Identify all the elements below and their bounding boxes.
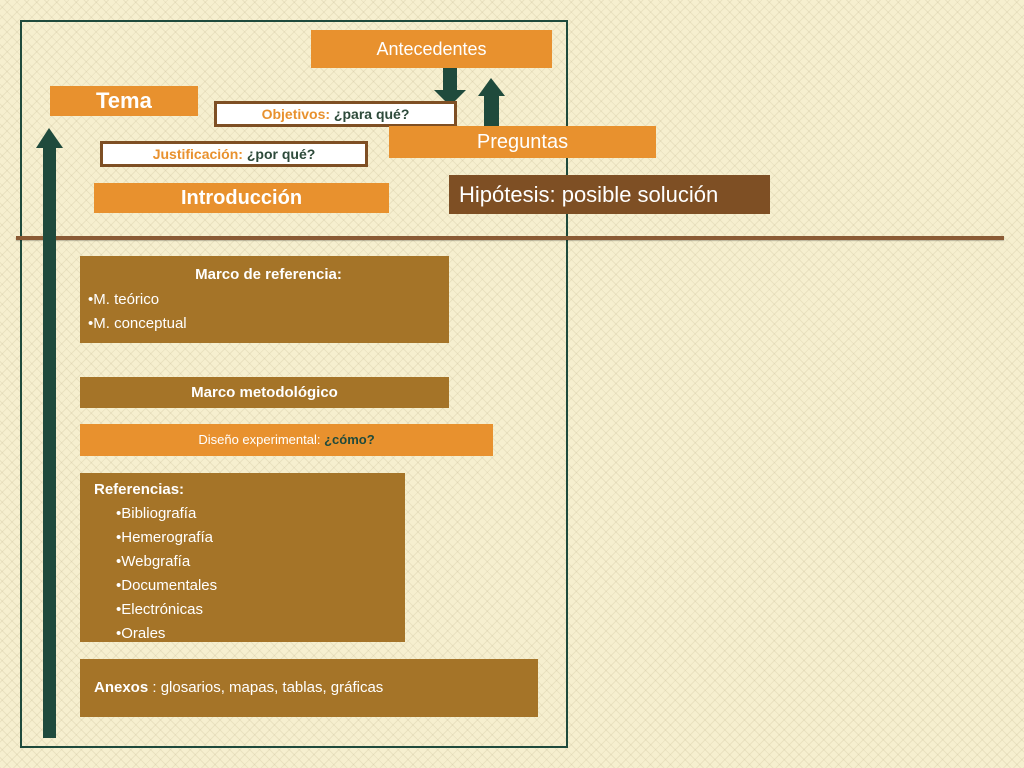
introduccion-box: Introducción [94,183,389,213]
diseno-label: Diseño experimental: [198,432,325,447]
marco-referencia-item: •M. teórico [88,291,160,308]
referencias-item: •Documentales [116,577,218,594]
tema-box: Tema [50,86,198,116]
objetivos-question: ¿para qué? [330,106,410,122]
anexos-detail: : glosarios, mapas, tablas, gráficas [148,679,384,696]
marco-referencia-title: Marco de referencia: [195,266,342,283]
referencias-item: •Bibliografía [116,505,197,522]
outline-frame [20,20,568,748]
referencias-box: Referencias: •Bibliografía •Hemerografía… [80,473,405,642]
objetivos-label: Objetivos: [261,106,331,122]
diseno-experimental-box: Diseño experimental: ¿cómo? [80,424,493,456]
down-arrow-from-antecedentes [434,68,466,106]
marco-referencia-item: •M. conceptual [88,315,187,332]
vertical-up-arrow [36,128,63,738]
referencias-item: •Webgrafía [116,553,191,570]
justificacion-label: Justificación: [152,146,243,162]
divider-line [16,236,1004,240]
antecedentes-box: Antecedentes [311,30,552,68]
referencias-item: •Hemerografía [116,529,213,546]
marco-metodologico-box: Marco metodológico [80,377,449,408]
referencias-item: •Orales [116,625,166,642]
preguntas-box: Preguntas [389,126,656,158]
anexos-box: Anexos : glosarios, mapas, tablas, gráfi… [80,659,538,717]
marco-referencia-box: Marco de referencia: •M. teórico •M. con… [80,256,449,343]
hipotesis-box: Hipótesis: posible solución [449,175,770,214]
anexos-label: Anexos [94,679,149,696]
referencias-item: •Electrónicas [116,601,203,618]
diseno-question: ¿cómo? [324,432,375,447]
justificacion-question: ¿por qué? [242,146,316,162]
referencias-title: Referencias: [94,481,185,498]
justificacion-tag: Justificación: ¿por qué? [100,141,368,167]
objetivos-tag: Objetivos: ¿para qué? [214,101,457,127]
up-arrow-to-antecedentes [478,78,505,126]
